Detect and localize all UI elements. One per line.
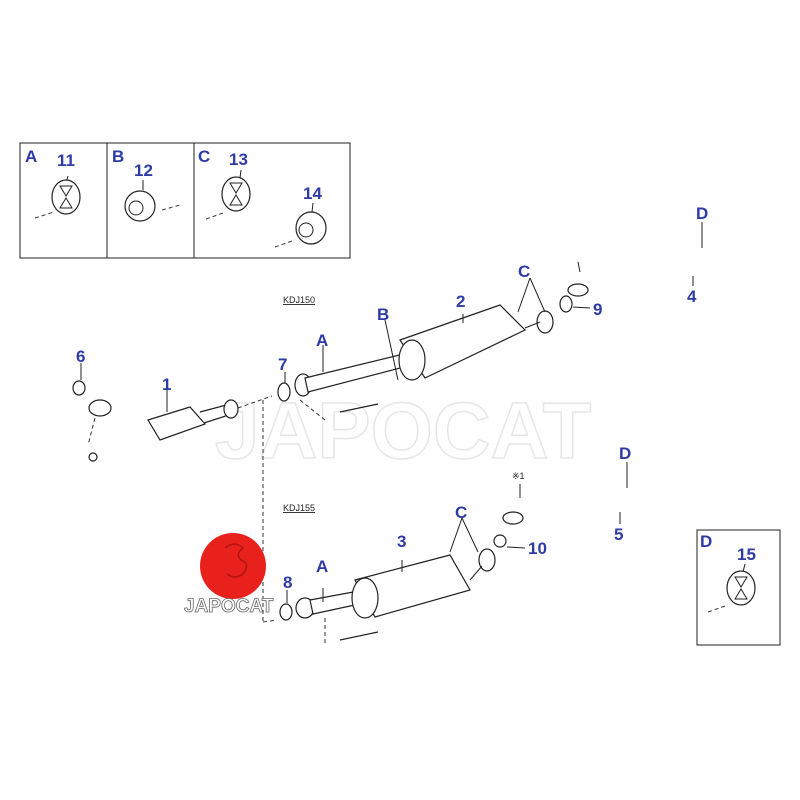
callout-9: 9 (593, 300, 602, 319)
callout-7: 7 (278, 355, 287, 374)
muffler-lower (295, 517, 496, 645)
callout-a-upper: A (316, 331, 328, 350)
inset-label-d: D (700, 532, 712, 551)
japocat-logo: JAPOCAT (184, 533, 274, 617)
hanger-icon-11 (34, 175, 81, 219)
gasket-10 (493, 534, 507, 548)
callout-c-lower: C (455, 503, 467, 522)
inset-label-c: C (198, 147, 210, 166)
gasket-9 (559, 295, 573, 313)
inset-box-d: D 15 (696, 529, 781, 646)
inset-label-a: A (25, 147, 37, 166)
callout-11: 11 (57, 151, 75, 170)
callout-b-upper: B (377, 305, 389, 324)
hanger-icon-13 (205, 169, 251, 220)
callout-d-upper: D (696, 204, 708, 223)
callout-14: 14 (303, 184, 322, 203)
front-pipe-catalyst (72, 363, 273, 462)
callout-3: 3 (397, 532, 406, 551)
tail-pipe-upper (567, 222, 750, 297)
gasket-8 (279, 603, 293, 621)
callout-4: 4 (687, 287, 697, 306)
gasket-7 (277, 382, 291, 402)
inset-label-b: B (112, 147, 124, 166)
callout-1: 1 (162, 375, 171, 394)
hanger-icon-12 (124, 180, 181, 222)
callout-2: 2 (456, 292, 465, 311)
callout-15: 15 (737, 545, 756, 564)
callout-10: 10 (528, 539, 547, 558)
logo-text: JAPOCAT (184, 596, 274, 617)
watermark: JAPOCAT (215, 386, 591, 475)
tail-pipe-lower (502, 462, 677, 525)
hanger-icon-14 (274, 202, 327, 248)
note-mark: ※1 (512, 471, 525, 481)
inset-box-abc: A 11 B 12 C 13 14 (19, 142, 351, 259)
callout-6: 6 (76, 347, 85, 366)
callout-12: 12 (134, 161, 153, 180)
hanger-icon-15 (707, 563, 756, 613)
callout-8: 8 (283, 573, 292, 592)
callout-c-upper: C (518, 262, 530, 281)
muffler-upper (262, 277, 554, 622)
callout-a-lower: A (316, 557, 328, 576)
callout-13: 13 (229, 150, 248, 169)
model-label-kdj155: KDJ155 (283, 503, 315, 513)
callout-5: 5 (614, 525, 623, 544)
callout-d-lower: D (619, 444, 631, 463)
model-label-kdj150: KDJ150 (283, 295, 315, 305)
